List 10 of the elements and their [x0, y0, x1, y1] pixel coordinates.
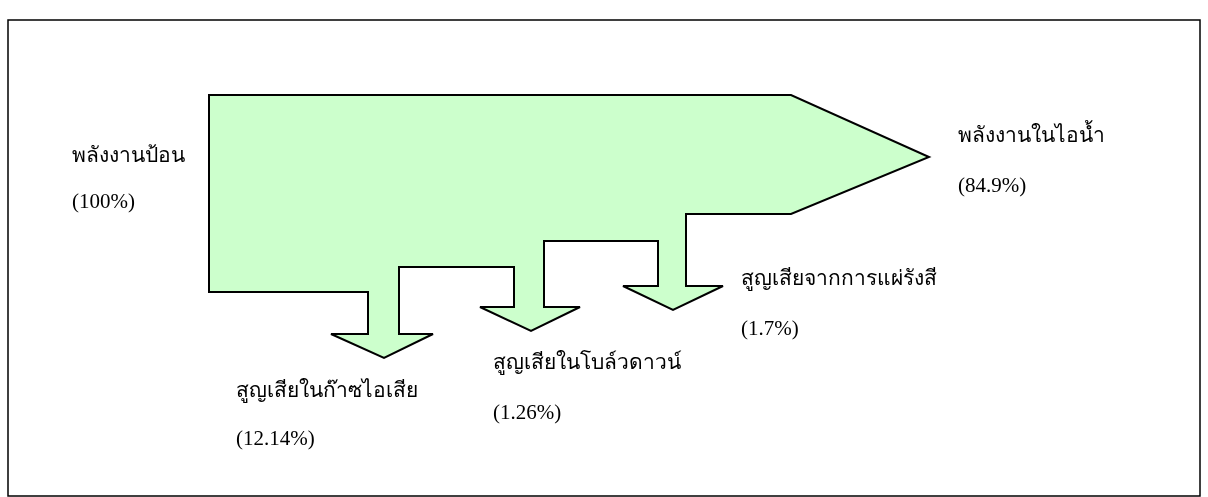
flow-label: พลังงานป้อน — [72, 142, 185, 168]
flow-label: พลังงานในไอน้ำ — [958, 122, 1105, 148]
flow-label: สูญเสียในก๊าซไอเสีย — [236, 377, 418, 403]
percentage-label: (100%) — [72, 188, 135, 214]
flow-label: สูญเสียในโบล์วดาวน์ — [493, 349, 681, 375]
flow-label: สูญเสียจากการแผ่รังสี — [741, 265, 937, 291]
percentage-label: (84.9%) — [958, 172, 1027, 198]
percentage-label: (12.14%) — [236, 425, 315, 451]
percentage-label: (1.7%) — [741, 315, 799, 341]
percentage-label: (1.26%) — [493, 399, 562, 425]
